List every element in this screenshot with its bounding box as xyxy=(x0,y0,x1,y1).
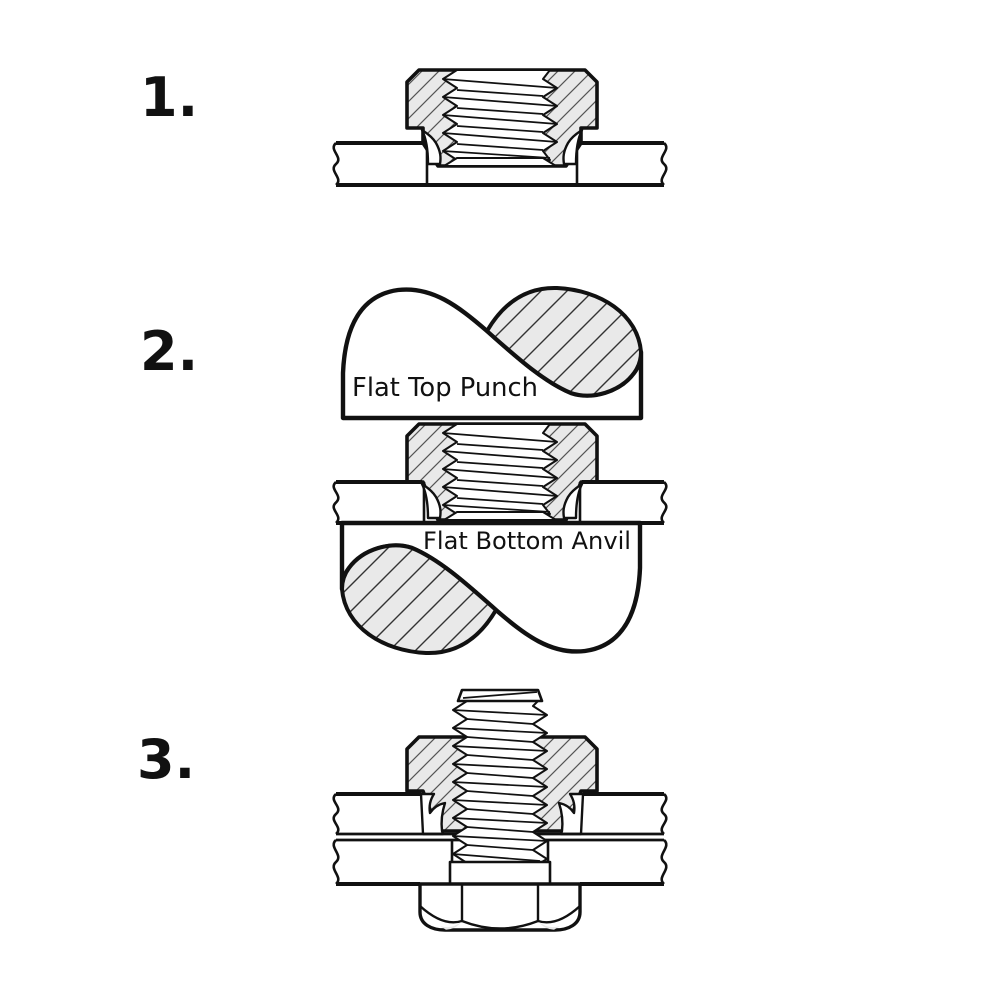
hex-head-chamfer-arcs xyxy=(419,905,581,930)
step-3: 3. xyxy=(137,688,668,932)
step-1: 1. xyxy=(140,66,668,187)
hex-head-shade-left xyxy=(440,922,461,930)
flat-bottom-anvil: Flat Bottom Anvil xyxy=(342,523,640,653)
step-2-number: 2. xyxy=(140,320,198,383)
clinch-hook-left xyxy=(419,792,447,836)
step-2: 2. Flat Top Punch Flat Bottom Anvil xyxy=(140,288,668,653)
sheet-breaks-right-3 xyxy=(660,793,668,885)
screw-shank xyxy=(448,860,552,886)
clinch-nut-1 xyxy=(405,68,599,168)
hex-head-shade-right xyxy=(539,922,560,930)
sheet-break-right-1 xyxy=(660,142,668,186)
sheet-breaks-left-3 xyxy=(332,793,340,885)
nut-internal-thread-1 xyxy=(442,69,558,167)
hex-head-screw xyxy=(418,688,582,932)
clinch-nut-2 xyxy=(405,422,599,522)
sheet-break-left-1 xyxy=(332,142,340,186)
punch-label: Flat Top Punch xyxy=(352,373,538,403)
flat-top-punch: Flat Top Punch xyxy=(343,288,641,418)
clinch-hook-right xyxy=(557,792,585,836)
nut-internal-thread-2 xyxy=(442,423,558,521)
screw-thread-crests xyxy=(452,709,548,862)
hex-head xyxy=(418,882,582,932)
sheet-break-right-2 xyxy=(660,481,668,524)
screw-tip-line xyxy=(462,691,538,699)
hex-head-facets xyxy=(460,884,540,921)
anvil-label: Flat Bottom Anvil xyxy=(423,527,631,555)
step-1-number: 1. xyxy=(140,66,198,129)
step-3-number: 3. xyxy=(137,728,195,791)
sheet-break-left-2 xyxy=(332,481,340,524)
